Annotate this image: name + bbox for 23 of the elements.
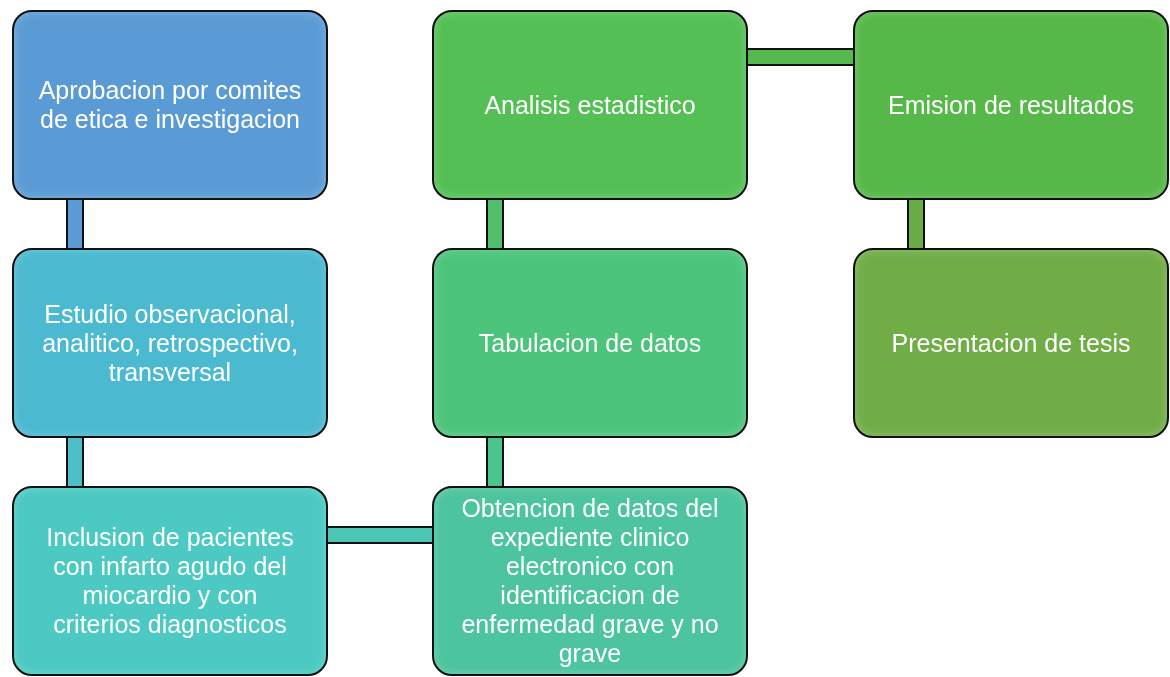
connector-bar [488, 200, 502, 248]
connector-bar [909, 200, 923, 248]
step-text: Aprobacion por comites de etica e investigacion [37, 76, 303, 134]
step-text: Obtencion de datos del expediente clinico electronico con identificacion de enfermedad grave y no grave [460, 494, 720, 668]
process-box [432, 10, 748, 200]
step-text: Tabulacion de datos [478, 328, 702, 358]
process-box [12, 486, 328, 676]
connector-bar [328, 528, 432, 542]
process-box [12, 10, 328, 200]
connector-bar [68, 200, 82, 248]
step-text: Presentacion de tesis [891, 328, 1131, 358]
connector-bar [488, 438, 502, 486]
process-box [432, 486, 748, 676]
process-box [12, 248, 328, 438]
process-box [432, 248, 748, 438]
step-text: Analisis estadistico [484, 90, 696, 120]
step-text: Emision de resultados [888, 90, 1134, 120]
process-box [853, 248, 1169, 438]
step-text: Estudio observacional, analitico, retrospectivo, transversal [41, 299, 299, 387]
connector-bar [68, 438, 82, 486]
step-text: Inclusion de pacientes con infarto agudo del miocardio y con criterios diagnosticos [45, 523, 295, 639]
connector-bar [748, 50, 853, 64]
process-box [853, 10, 1169, 200]
